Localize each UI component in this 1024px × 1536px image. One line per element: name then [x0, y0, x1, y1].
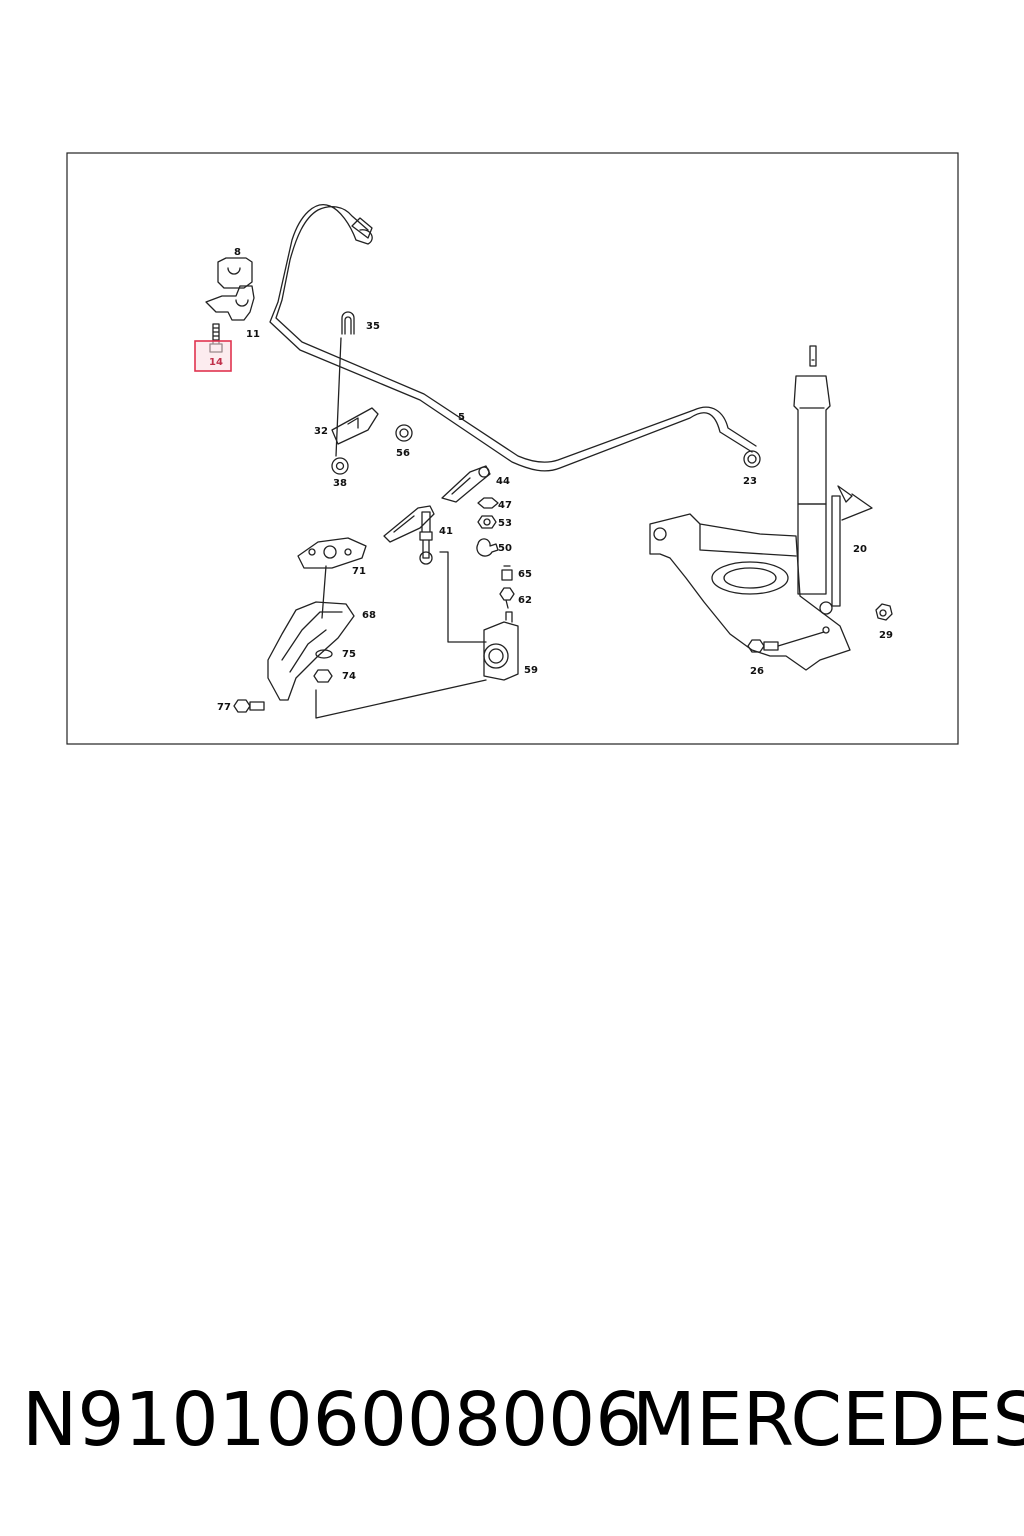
callout-5: 5	[458, 412, 465, 423]
nut-74	[313, 669, 333, 683]
callout-74: 74	[342, 671, 356, 682]
u-bolt	[341, 311, 355, 335]
callout-26: 26	[750, 666, 764, 677]
bolt-77	[233, 699, 265, 713]
nut-53	[477, 515, 497, 529]
callout-53: 53	[498, 518, 512, 529]
washer-75	[315, 649, 333, 659]
plate-71	[297, 537, 367, 569]
stabilizer-bar	[269, 204, 757, 472]
part-number: N910106008006	[22, 1377, 643, 1463]
parts-diagram: 8 11 14 35 5 32 56 38 23 44 47 53 50 41 …	[66, 152, 959, 745]
arm-68	[267, 601, 355, 701]
bolt-26	[747, 639, 779, 653]
nut-56	[395, 424, 413, 442]
link-44	[441, 465, 491, 503]
bar-end-left	[351, 217, 373, 239]
callout-41: 41	[439, 526, 453, 537]
callout-71: 71	[352, 566, 366, 577]
callout-65: 65	[518, 569, 532, 580]
nut-38	[331, 457, 349, 475]
bushing-bracket	[217, 257, 253, 289]
callout-8: 8	[234, 247, 241, 258]
callout-44: 44	[496, 476, 510, 487]
footer: N910106008006 MERCEDES	[0, 1370, 1024, 1480]
callout-62: 62	[518, 595, 532, 606]
callout-35: 35	[366, 321, 380, 332]
brand-name: MERCEDES	[632, 1377, 1024, 1463]
clamp-32	[331, 407, 379, 445]
callout-50: 50	[498, 543, 512, 554]
callout-23: 23	[743, 476, 757, 487]
callout-29: 29	[879, 630, 893, 641]
callout-14[interactable]: 14	[209, 357, 223, 368]
lower-arm	[649, 513, 851, 671]
strut-shaft	[809, 345, 817, 367]
callout-56: 56	[396, 448, 410, 459]
fitting-62	[499, 587, 515, 609]
callout-59: 59	[524, 665, 538, 676]
callout-68: 68	[362, 610, 376, 621]
callout-20: 20	[853, 544, 867, 555]
link-pin-50	[476, 538, 499, 557]
washer-47	[477, 497, 499, 509]
callout-11: 11	[246, 329, 260, 340]
callout-38: 38	[333, 478, 347, 489]
diagram-frame	[66, 152, 959, 745]
callout-77: 77	[217, 702, 231, 713]
bar-end-nut-23	[743, 450, 761, 468]
clamp-bracket	[205, 285, 255, 321]
callout-47: 47	[498, 500, 512, 511]
callout-32: 32	[314, 426, 328, 437]
strut-rod	[831, 485, 853, 607]
callout-75: 75	[342, 649, 356, 660]
fitting-65	[501, 565, 513, 581]
mount-59	[483, 621, 519, 681]
highlight-box	[194, 340, 232, 372]
nut-29	[875, 603, 893, 621]
link-41	[383, 505, 435, 543]
